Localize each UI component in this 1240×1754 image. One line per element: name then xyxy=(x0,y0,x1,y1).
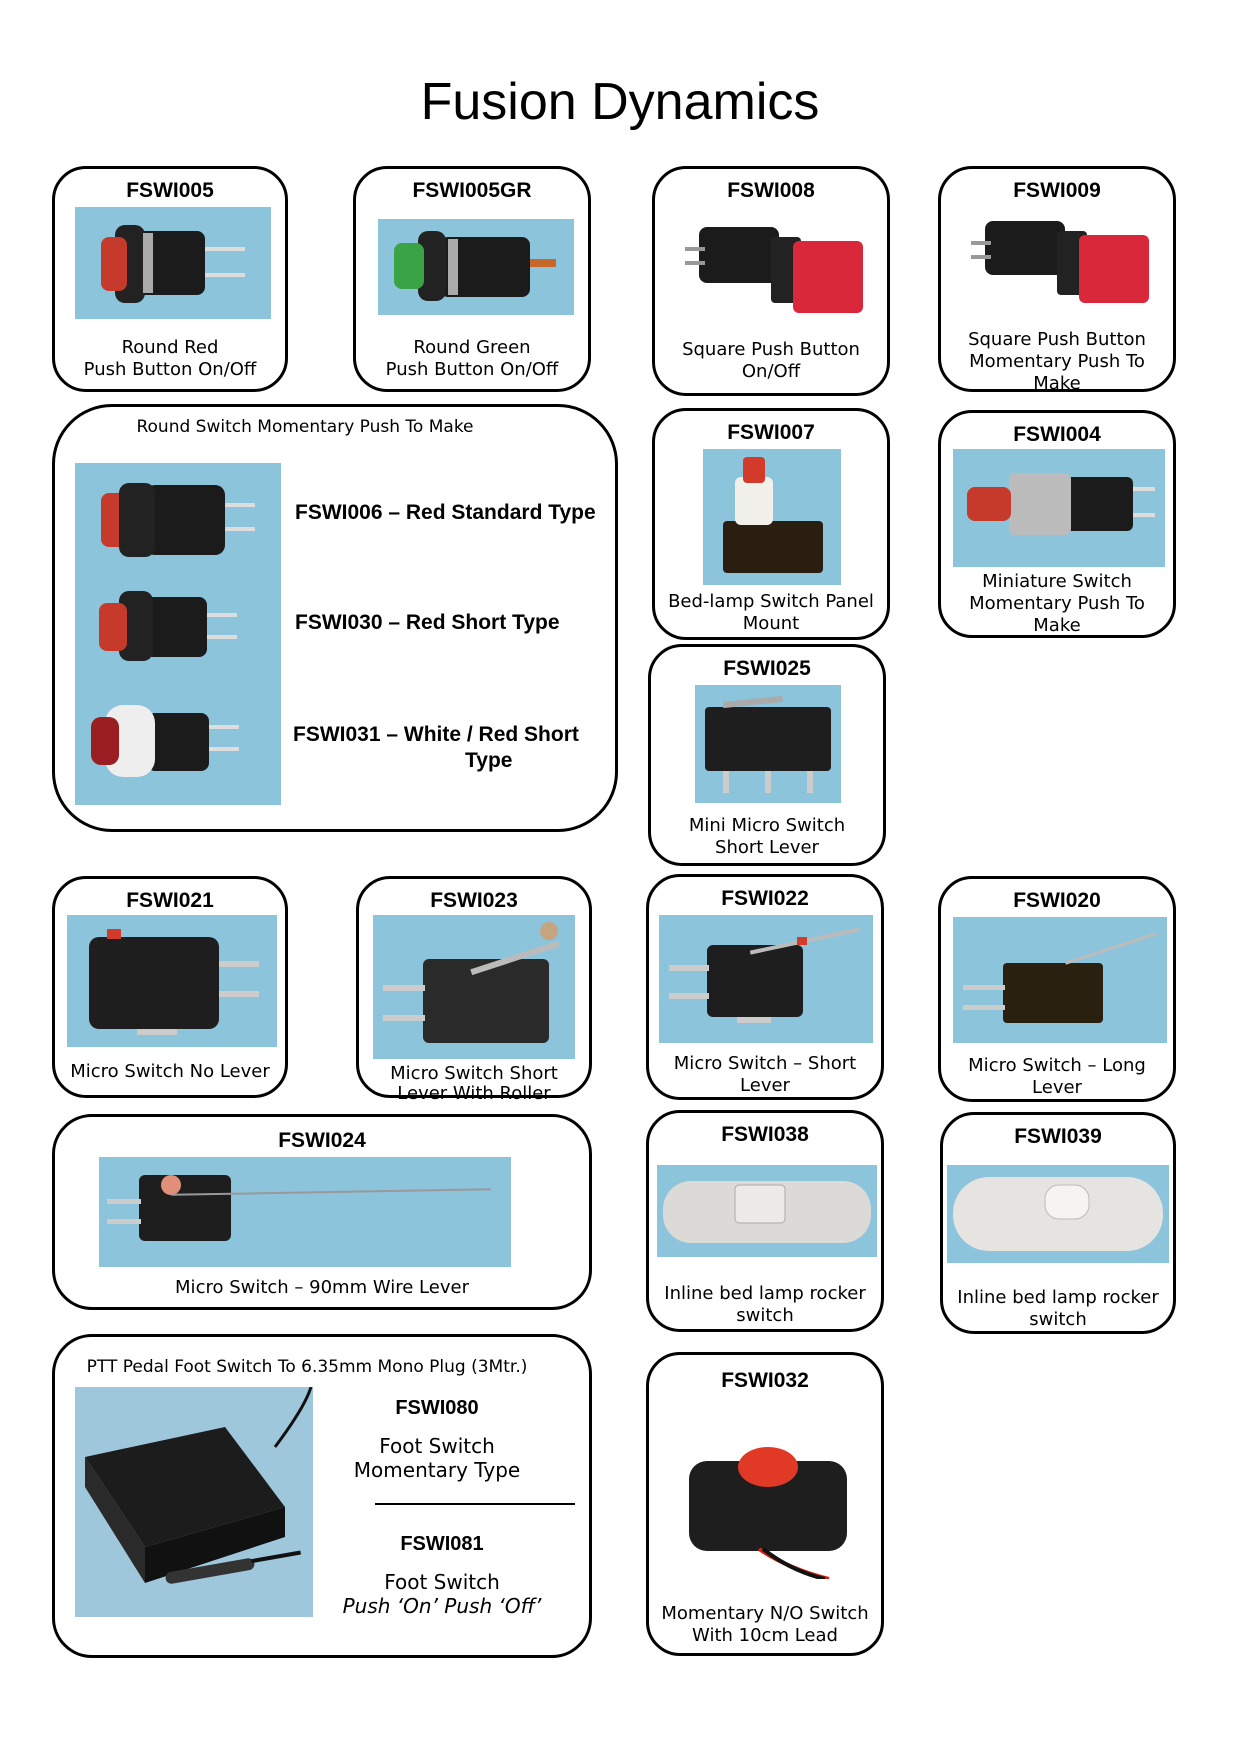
product-desc-3: Make xyxy=(1033,615,1081,636)
group-heading: Round Switch Momentary Push To Make xyxy=(136,417,474,437)
group-line-fswi006: FSWI006 – Red Standard Type xyxy=(295,501,596,524)
product-desc-2: Push Button On/Off xyxy=(83,359,257,380)
product-desc-2: Lever xyxy=(740,1075,790,1096)
product-photo xyxy=(953,917,1167,1043)
product-desc-2: Momentary Push To xyxy=(969,593,1145,614)
product-code: FSWI025 xyxy=(723,657,811,680)
product-photo xyxy=(675,207,871,327)
product-desc-2: With 10cm Lead xyxy=(692,1625,838,1646)
product-desc-1: Square Push Button xyxy=(968,329,1146,350)
product-card-fswi005: FSWI005 Round Red Push Button On/Off xyxy=(52,166,288,392)
product-code: FSWI023 xyxy=(430,889,518,912)
product-desc-2: Lever xyxy=(1032,1077,1082,1098)
product-desc-1: Mini Micro Switch xyxy=(688,815,846,836)
product-photo xyxy=(373,915,575,1059)
divider xyxy=(375,1503,575,1505)
product-code: FSWI032 xyxy=(721,1369,809,1392)
product-code-fswi081: FSWI081 xyxy=(400,1533,484,1555)
product-photo-group xyxy=(75,463,281,805)
product-code: FSWI022 xyxy=(721,887,809,910)
product-card-fswi023: FSWI023 Micro Switch Short Lever With Ro… xyxy=(356,876,592,1104)
product-desc-2: switch xyxy=(1029,1309,1087,1330)
product-card-fswi032: FSWI032 Momentary N/O Switch With 10cm L… xyxy=(646,1352,884,1656)
product-photo xyxy=(947,1165,1169,1263)
product-desc-2: Lever With Roller xyxy=(397,1083,551,1104)
product-code: FSWI005GR xyxy=(412,179,532,202)
group-line-fswi031: FSWI031 – White / Red Short xyxy=(293,723,579,746)
product-desc-1: Inline bed lamp rocker xyxy=(664,1283,866,1304)
product-desc-3: Make xyxy=(1033,373,1081,394)
product-code: FSWI021 xyxy=(126,889,214,912)
product-code: FSWI024 xyxy=(278,1129,366,1152)
product-photo xyxy=(75,1387,313,1617)
product-desc-1: Micro Switch – 90mm Wire Lever xyxy=(175,1277,469,1298)
product-desc-1: Micro Switch – Short xyxy=(673,1053,857,1074)
product-code: FSWI005 xyxy=(126,179,214,202)
product-card-fswi004: FSWI004 Miniature Switch Momentary Push … xyxy=(938,410,1176,638)
product-desc-fswi081-2: Push ‘On’ Push ‘Off’ xyxy=(342,1594,542,1618)
product-card-fswi021: FSWI021 Micro Switch No Lever xyxy=(52,876,288,1098)
product-group-pedal-switch: PTT Pedal Foot Switch To 6.35mm Mono Plu… xyxy=(52,1334,592,1658)
product-desc-1: Bed-lamp Switch Panel xyxy=(668,591,874,612)
product-photo xyxy=(99,1157,511,1267)
product-desc-2: Mount xyxy=(742,613,800,634)
product-card-fswi025: FSWI025 Mini Micro Switch Short Lever xyxy=(648,644,886,866)
product-photo xyxy=(695,685,841,803)
product-desc-2: Push Button On/Off xyxy=(385,359,559,380)
product-photo xyxy=(67,915,277,1047)
product-card-fswi038: FSWI038 Inline bed lamp rocker switch xyxy=(646,1110,884,1332)
product-desc-1: Inline bed lamp rocker xyxy=(957,1287,1159,1308)
product-desc-2: Momentary Push To xyxy=(969,351,1145,372)
product-photo xyxy=(657,1165,877,1257)
product-desc-2: Short Lever xyxy=(715,837,819,858)
product-desc-2: On/Off xyxy=(741,361,801,382)
product-desc-1: Momentary N/O Switch xyxy=(661,1603,869,1624)
product-desc-fswi080-2: Momentary Type xyxy=(353,1458,521,1482)
product-desc-2: switch xyxy=(736,1305,794,1326)
product-code: FSWI039 xyxy=(1014,1125,1102,1148)
product-photo xyxy=(679,1429,857,1579)
product-photo xyxy=(378,219,574,315)
product-code: FSWI007 xyxy=(727,421,815,444)
product-code: FSWI004 xyxy=(1013,423,1101,446)
product-card-fswi007: FSWI007 Bed-lamp Switch Panel Mount xyxy=(652,408,890,640)
product-code-fswi080: FSWI080 xyxy=(395,1397,479,1419)
product-card-fswi020: FSWI020 Micro Switch – Long Lever xyxy=(938,876,1176,1102)
product-desc-1: Square Push Button xyxy=(682,339,860,360)
product-desc-1: Micro Switch No Lever xyxy=(70,1061,270,1082)
product-photo xyxy=(961,205,1157,317)
product-desc-1: Micro Switch – Long xyxy=(968,1055,1146,1076)
product-desc-fswi080-1: Foot Switch xyxy=(379,1434,495,1458)
group-heading: PTT Pedal Foot Switch To 6.35mm Mono Plu… xyxy=(86,1357,528,1377)
product-group-round-switch: Round Switch Momentary Push To Make FSWI… xyxy=(52,404,618,832)
product-code: FSWI038 xyxy=(721,1123,809,1146)
group-line-fswi030: FSWI030 – Red Short Type xyxy=(295,611,560,634)
group-line-fswi031-cont: Type xyxy=(465,749,513,772)
product-desc-fswi081-1: Foot Switch xyxy=(384,1570,500,1594)
product-code: FSWI020 xyxy=(1013,889,1101,912)
product-photo xyxy=(659,915,873,1043)
product-desc-1: Micro Switch Short xyxy=(390,1063,558,1084)
product-card-fswi009: FSWI009 Square Push Button Momentary Pus… xyxy=(938,166,1176,394)
product-desc-1: Round Red xyxy=(121,337,219,358)
product-card-fswi008: FSWI008 Square Push Button On/Off xyxy=(652,166,890,396)
product-code: FSWI008 xyxy=(727,179,815,202)
product-card-fswi005gr: FSWI005GR Round Green Push Button On/Off xyxy=(353,166,591,392)
product-card-fswi022: FSWI022 Micro Switch – Short Lever xyxy=(646,874,884,1100)
product-code: FSWI009 xyxy=(1013,179,1101,202)
product-photo xyxy=(953,449,1165,567)
product-card-fswi024: FSWI024 Micro Switch – 90mm Wire Lever xyxy=(52,1114,592,1310)
product-card-fswi039: FSWI039 Inline bed lamp rocker switch xyxy=(940,1112,1176,1334)
product-photo xyxy=(703,449,841,585)
product-desc-1: Miniature Switch xyxy=(982,571,1132,592)
product-desc-1: Round Green xyxy=(413,337,531,358)
page-title: Fusion Dynamics xyxy=(420,73,820,131)
product-photo xyxy=(75,207,271,319)
